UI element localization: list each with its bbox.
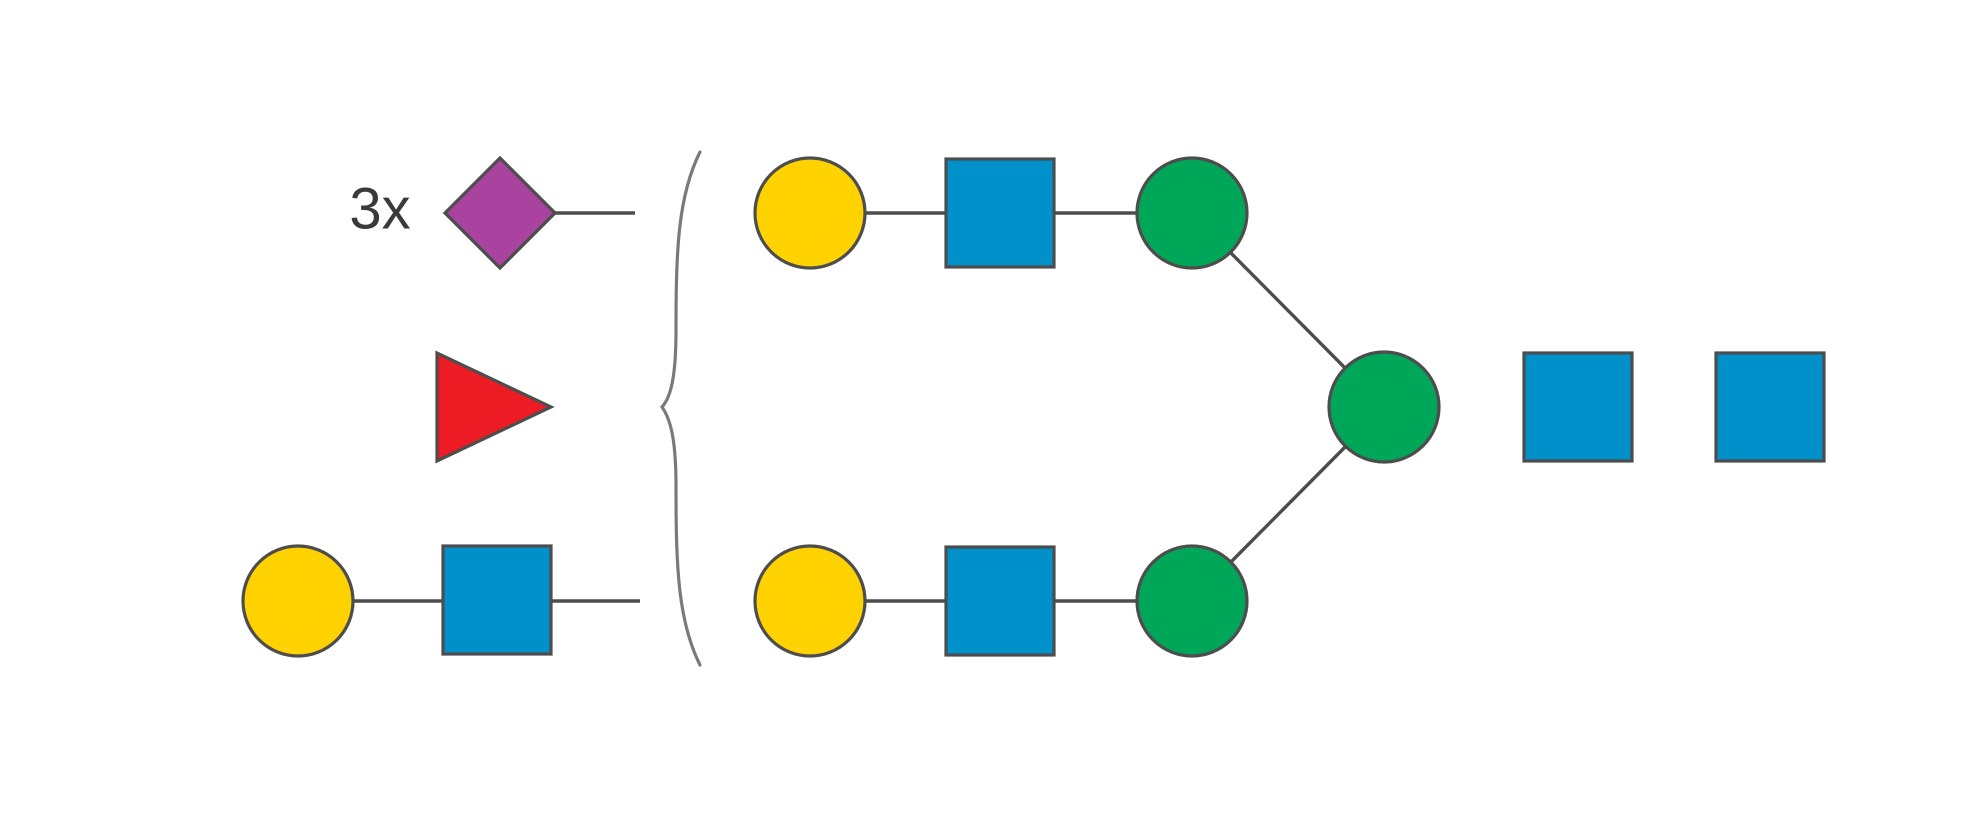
residue-blue-square-far-right-2[interactable] [1714,351,1826,463]
brace-lower-arm [660,405,702,667]
repeat-brace [660,150,702,667]
brace-upper-arm [660,150,702,409]
residue-red-triangle-middle-left[interactable] [435,350,555,464]
bond-layer [339,211,1356,603]
bond-green-top-to-branch [1221,243,1356,379]
residue-green-circle-top-right[interactable] [1135,156,1249,270]
residue-layer [241,155,1826,658]
residue-green-circle-branch-point[interactable] [1327,350,1441,464]
residue-blue-square-bottom-right[interactable] [944,545,1056,657]
repeat-multiplier-label: 3x [349,176,410,241]
residue-purple-diamond-top-left[interactable] [442,155,558,271]
bond-green-bottom-to-branch [1221,436,1356,572]
residue-blue-square-top-right[interactable] [944,157,1056,269]
residue-yellow-circle-bottom-right[interactable] [753,544,867,658]
residue-yellow-circle-bottom-left[interactable] [241,544,355,658]
residue-blue-square-bottom-left[interactable] [441,544,553,656]
residue-blue-square-far-right-1[interactable] [1522,351,1634,463]
residue-green-circle-bottom-right[interactable] [1135,544,1249,658]
residue-yellow-circle-top-right[interactable] [753,156,867,270]
